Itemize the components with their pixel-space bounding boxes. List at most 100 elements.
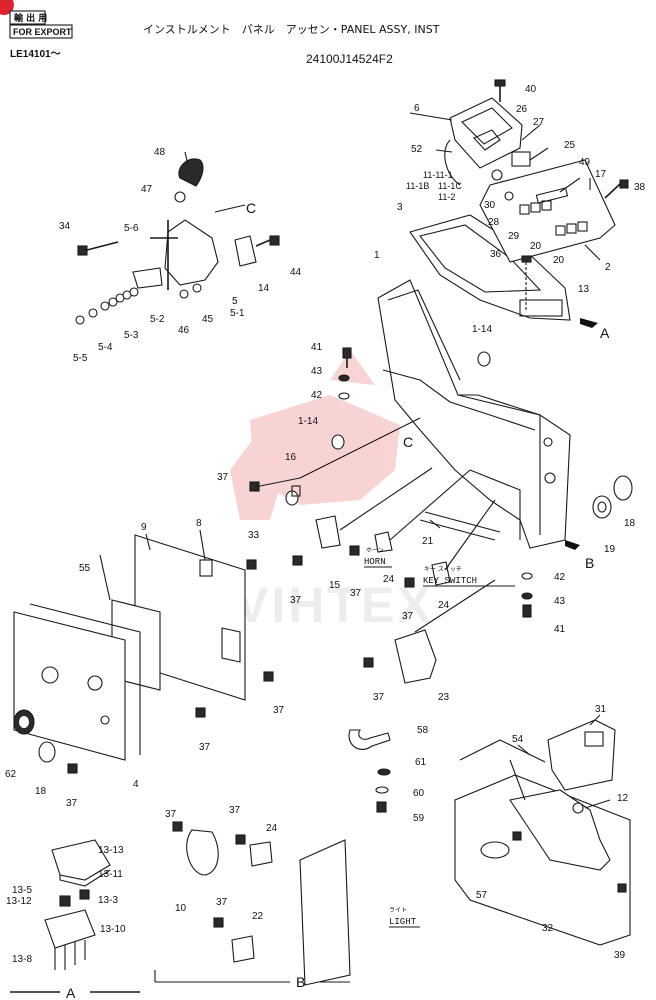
- clamp-group: [348, 729, 391, 813]
- label-37c: 37: [350, 588, 362, 599]
- label-22: 22: [252, 911, 264, 922]
- label-41b: 41: [554, 624, 566, 635]
- light-caption: LIGHT: [389, 917, 417, 927]
- label-16: 16: [285, 452, 297, 463]
- label-46: 46: [178, 325, 190, 336]
- label-13: 13: [578, 284, 590, 295]
- label-20b: 20: [553, 255, 565, 266]
- label-4: 4: [133, 779, 139, 790]
- bolt-44-icon: [255, 235, 280, 247]
- label-14: 14: [258, 283, 270, 294]
- monitor-stand: [454, 719, 631, 946]
- label-12: 12: [617, 793, 629, 804]
- bolt-34-icon: [77, 241, 119, 256]
- label-5: 5: [232, 296, 238, 307]
- bolt-40-icon: [494, 79, 506, 102]
- label-34: 34: [59, 221, 71, 232]
- label-25: 25: [564, 140, 576, 151]
- fasteners: [285, 347, 533, 618]
- label-13-5: 13-5: [12, 885, 32, 896]
- label-59: 59: [413, 813, 425, 824]
- ref-c-console: C: [403, 434, 413, 450]
- view-a-title: A: [66, 985, 76, 1000]
- label-57: 57: [476, 890, 488, 901]
- label-49: 49: [579, 157, 591, 168]
- label-38: 38: [634, 182, 646, 193]
- bolt-36-icon: [521, 255, 532, 310]
- label-19: 19: [604, 544, 616, 555]
- label-18a: 18: [624, 518, 636, 529]
- label-30: 30: [484, 200, 496, 211]
- lever-group: C: [75, 158, 280, 325]
- label-5-2: 5-2: [150, 314, 165, 325]
- label-37f: 37: [273, 705, 285, 716]
- label-13-10: 13-10: [100, 924, 126, 935]
- key-switch-icon: [431, 561, 451, 586]
- label-1-14a: 1-14: [472, 324, 492, 335]
- callout-captions: ホーン HORN キー スイッチ KEY SWITCH ライト LIGHT: [364, 547, 515, 928]
- label-6: 6: [414, 103, 420, 114]
- label-37g: 37: [199, 742, 211, 753]
- label-13-8: 13-8: [12, 954, 32, 965]
- ref-c-lever: C: [246, 200, 256, 216]
- label-3: 3: [397, 202, 403, 213]
- label-13-12: 13-12: [6, 896, 32, 907]
- label-5-3: 5-3: [124, 330, 139, 341]
- washer-stack-icon: [75, 287, 139, 325]
- label-13-3: 13-3: [98, 895, 118, 906]
- label-42b: 42: [554, 572, 566, 583]
- label-5-4: 5-4: [98, 342, 113, 353]
- label-5-5: 5-5: [73, 353, 88, 364]
- label-37a: 37: [217, 472, 229, 483]
- label-24b: 24: [438, 600, 450, 611]
- keyswitch-caption: KEY SWITCH: [423, 576, 477, 586]
- console-assembly: A B C: [377, 79, 633, 571]
- label-45: 45: [202, 314, 214, 325]
- label-27: 27: [533, 117, 545, 128]
- label-11-2: 11-2: [438, 192, 455, 202]
- label-24a: 24: [383, 574, 395, 585]
- label-18b: 18: [35, 786, 47, 797]
- arrow-b-icon: [565, 540, 580, 550]
- label-10: 10: [175, 903, 187, 914]
- label-62: 62: [5, 769, 17, 780]
- export-en: FOR EXPORT: [13, 27, 72, 37]
- watermark: VIHTEX: [230, 350, 431, 633]
- label-54: 54: [512, 734, 524, 745]
- label-15: 15: [329, 580, 341, 591]
- knob-48-icon: [178, 158, 204, 187]
- label-33: 33: [248, 530, 260, 541]
- label-43a: 43: [311, 366, 323, 377]
- header: 輸 出 用 FOR EXPORT LE14101～ インストルメント パネル ア…: [9, 10, 440, 66]
- label-44: 44: [290, 267, 302, 278]
- label-42a: 42: [311, 390, 323, 401]
- grommet-19-icon: [592, 495, 612, 519]
- light-switch-icon: [186, 829, 219, 876]
- label-47: 47: [141, 184, 153, 195]
- label-40: 40: [525, 84, 537, 95]
- label-5-6: 5-6: [124, 223, 139, 234]
- label-8: 8: [196, 518, 202, 529]
- label-11-1c: 11-1C: [438, 181, 462, 191]
- label-21: 21: [422, 536, 434, 547]
- label-37b: 37: [290, 595, 302, 606]
- part-number: 24100J14524F2: [306, 52, 393, 66]
- label-1-14b: 1-14: [298, 416, 318, 427]
- screw-group: [67, 481, 415, 774]
- label-37j: 37: [229, 805, 241, 816]
- switch-row: [519, 200, 588, 236]
- page-title: インストルメント パネル アッセン・PANEL ASSY, INST: [143, 23, 440, 36]
- label-36: 36: [490, 249, 502, 260]
- label-37k: 37: [216, 897, 228, 908]
- serial-number: LE14101～: [10, 49, 61, 60]
- view-b-marker: B: [585, 555, 594, 571]
- grommet-18-icon: [613, 475, 633, 501]
- label-37e: 37: [373, 692, 385, 703]
- label-32: 32: [542, 923, 554, 934]
- grommet-18-lower-icon: [38, 741, 56, 763]
- label-55: 55: [79, 563, 91, 574]
- label-43b: 43: [554, 596, 566, 607]
- bolt-38-icon: [604, 179, 629, 199]
- label-31: 31: [595, 704, 607, 715]
- label-60: 60: [413, 788, 425, 799]
